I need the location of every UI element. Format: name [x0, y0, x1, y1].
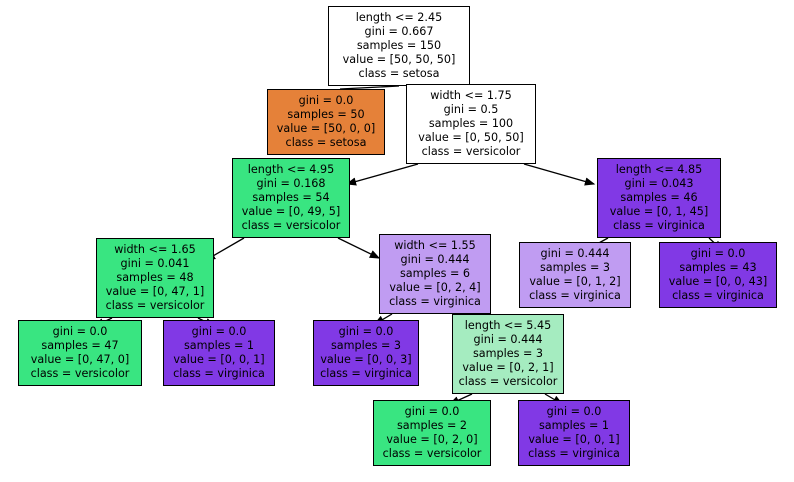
- node-line: gini = 0.043: [624, 177, 694, 191]
- node-line: gini = 0.0: [52, 325, 108, 338]
- node-line: samples = 43: [679, 261, 757, 275]
- node-line: width <= 1.65: [114, 243, 196, 256]
- node-line: value = [50, 0, 0]: [276, 122, 376, 136]
- node-line: class = virginica: [173, 367, 265, 381]
- node-line: class = virginica: [389, 295, 481, 309]
- node-line: class = virginica: [528, 447, 620, 461]
- node-line: samples = 48: [116, 271, 194, 285]
- node-line: class = versicolor: [241, 219, 341, 233]
- node-line: value = [0, 2, 1]: [462, 361, 554, 375]
- node-line: gini = 0.444: [540, 247, 610, 260]
- node-line: gini = 0.0: [546, 405, 602, 418]
- node-line: gini = 0.667: [364, 25, 434, 39]
- node-line: gini = 0.0: [298, 94, 354, 107]
- node-line: samples = 1: [183, 339, 255, 353]
- node-line: value = [0, 47, 0]: [30, 353, 130, 367]
- node-line: class = virginica: [529, 289, 621, 303]
- node-line: gini = 0.0: [191, 325, 247, 338]
- node-line: value = [0, 47, 1]: [105, 285, 205, 299]
- node-line: length <= 2.45: [355, 11, 443, 24]
- node-line: samples = 3: [539, 261, 611, 275]
- node-line: samples = 54: [252, 191, 330, 205]
- node-line: class = versicolor: [458, 375, 558, 389]
- node-line: samples = 3: [472, 347, 544, 361]
- node-line: samples = 150: [356, 39, 442, 53]
- node-line: gini = 0.0: [404, 405, 460, 418]
- node-line: value = [0, 50, 50]: [418, 131, 524, 145]
- node-line: length <= 4.95: [247, 163, 335, 176]
- node-line: value = [50, 50, 50]: [342, 53, 456, 67]
- node-line: width <= 1.75: [430, 89, 512, 102]
- node-line: class = setosa: [358, 67, 440, 81]
- node-line: samples = 1: [538, 419, 610, 433]
- node-line: samples = 3: [330, 339, 402, 353]
- node-line: samples = 47: [41, 339, 119, 353]
- node-line: value = [0, 1, 45]: [609, 205, 709, 219]
- edge-width175-to-length485: [523, 163, 596, 186]
- node-line: value = [0, 1, 2]: [529, 275, 621, 289]
- node-line: class = virginica: [613, 219, 705, 233]
- node-line: class = virginica: [672, 289, 764, 303]
- node-line: value = [0, 2, 4]: [389, 281, 481, 295]
- node-line: value = [0, 0, 43]: [668, 275, 768, 289]
- edge-width175-to-length495: [345, 163, 419, 186]
- node-line: class = versicolor: [30, 367, 130, 381]
- node-line: gini = 0.444: [473, 333, 543, 347]
- node-line: samples = 2: [396, 419, 468, 433]
- node-line: value = [0, 49, 5]: [241, 205, 341, 219]
- node-line: class = setosa: [285, 136, 367, 150]
- node-line: value = [0, 0, 3]: [320, 353, 412, 367]
- node-line: samples = 100: [428, 117, 514, 131]
- node-line: value = [0, 0, 1]: [173, 353, 265, 367]
- node-line: samples = 50: [287, 108, 365, 122]
- node-line: value = [0, 0, 1]: [528, 433, 620, 447]
- node-line: width <= 1.55: [394, 239, 476, 252]
- node-line: gini = 0.0: [690, 247, 746, 260]
- node-line: class = versicolor: [382, 447, 482, 461]
- node-line: length <= 5.45: [464, 319, 552, 332]
- node-line: length <= 4.85: [615, 163, 703, 176]
- node-line: value = [0, 2, 0]: [386, 433, 478, 447]
- node-line: samples = 6: [399, 267, 471, 281]
- node-line: gini = 0.444: [400, 253, 470, 267]
- node-line: samples = 46: [620, 191, 698, 205]
- node-line: gini = 0.168: [256, 177, 326, 191]
- edge-length495-to-width155: [337, 237, 381, 259]
- node-line: gini = 0.041: [120, 257, 190, 271]
- node-line: gini = 0.5: [443, 103, 499, 117]
- node-line: class = virginica: [320, 367, 412, 381]
- node-line: gini = 0.0: [338, 325, 394, 338]
- node-line: class = versicolor: [105, 299, 205, 313]
- node-line: class = versicolor: [421, 145, 521, 159]
